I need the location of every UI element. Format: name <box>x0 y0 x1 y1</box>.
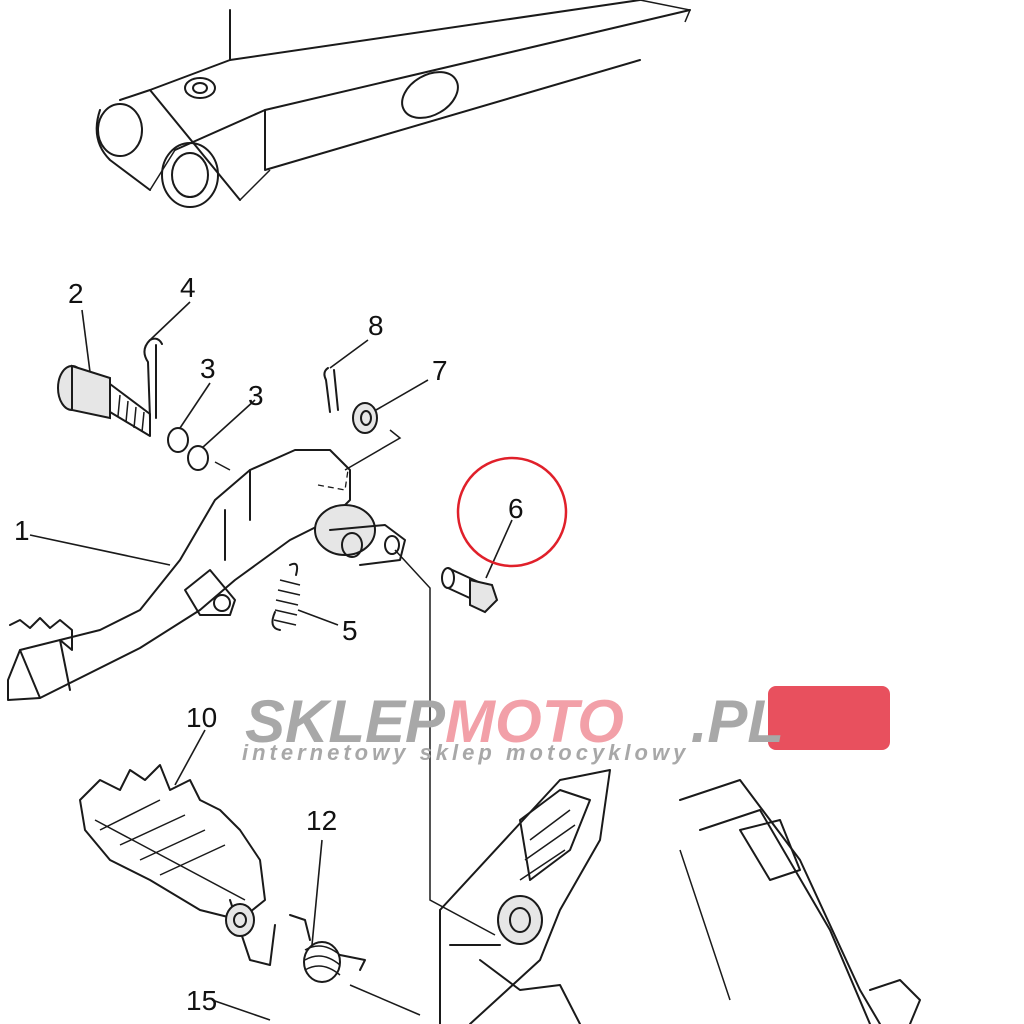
callout-4: 4 <box>180 272 196 303</box>
washer-part-7 <box>352 402 378 434</box>
callout-10: 10 <box>186 702 217 733</box>
callout-3b: 3 <box>248 380 264 411</box>
clevis-pin-part-6 <box>441 567 499 614</box>
callout-2: 2 <box>68 278 84 309</box>
callout-15: 15 <box>186 985 217 1016</box>
callout-3a: 3 <box>200 353 216 384</box>
spring-part-5 <box>271 562 301 631</box>
callout-8: 8 <box>368 310 384 341</box>
watermark-tagline: internetowy sklep motocyklowy <box>242 740 689 765</box>
highlight-circle <box>456 456 568 568</box>
watermark-46-badge <box>768 686 890 750</box>
callout-6: 6 <box>508 493 524 524</box>
callout-12: 12 <box>306 805 337 836</box>
brake-pedal-part-1 <box>7 449 406 701</box>
callout-1: 1 <box>14 515 30 546</box>
frame-drawing <box>439 769 921 1024</box>
callout-5: 5 <box>342 615 358 646</box>
callout-7: 7 <box>432 355 448 386</box>
watermark: SKLEPMOTO46.PL internetowy sklep motocyk… <box>242 686 890 765</box>
swingarm-drawing <box>95 0 692 208</box>
callout-labels: 1 2 3 3 4 5 6 7 8 10 12 15 <box>14 272 524 1016</box>
leader-lines <box>29 301 513 1021</box>
cotter-pin-part-8 <box>323 367 339 413</box>
footrest-part-10 <box>79 764 276 966</box>
cotter-pin-part-4 <box>143 337 163 419</box>
pivot-bolt-part-2 <box>57 364 151 437</box>
o-rings-part-3 <box>167 427 209 471</box>
watermark-brand: SKLEPMOTO46.PL <box>245 688 784 755</box>
spring-part-12 <box>289 914 366 983</box>
